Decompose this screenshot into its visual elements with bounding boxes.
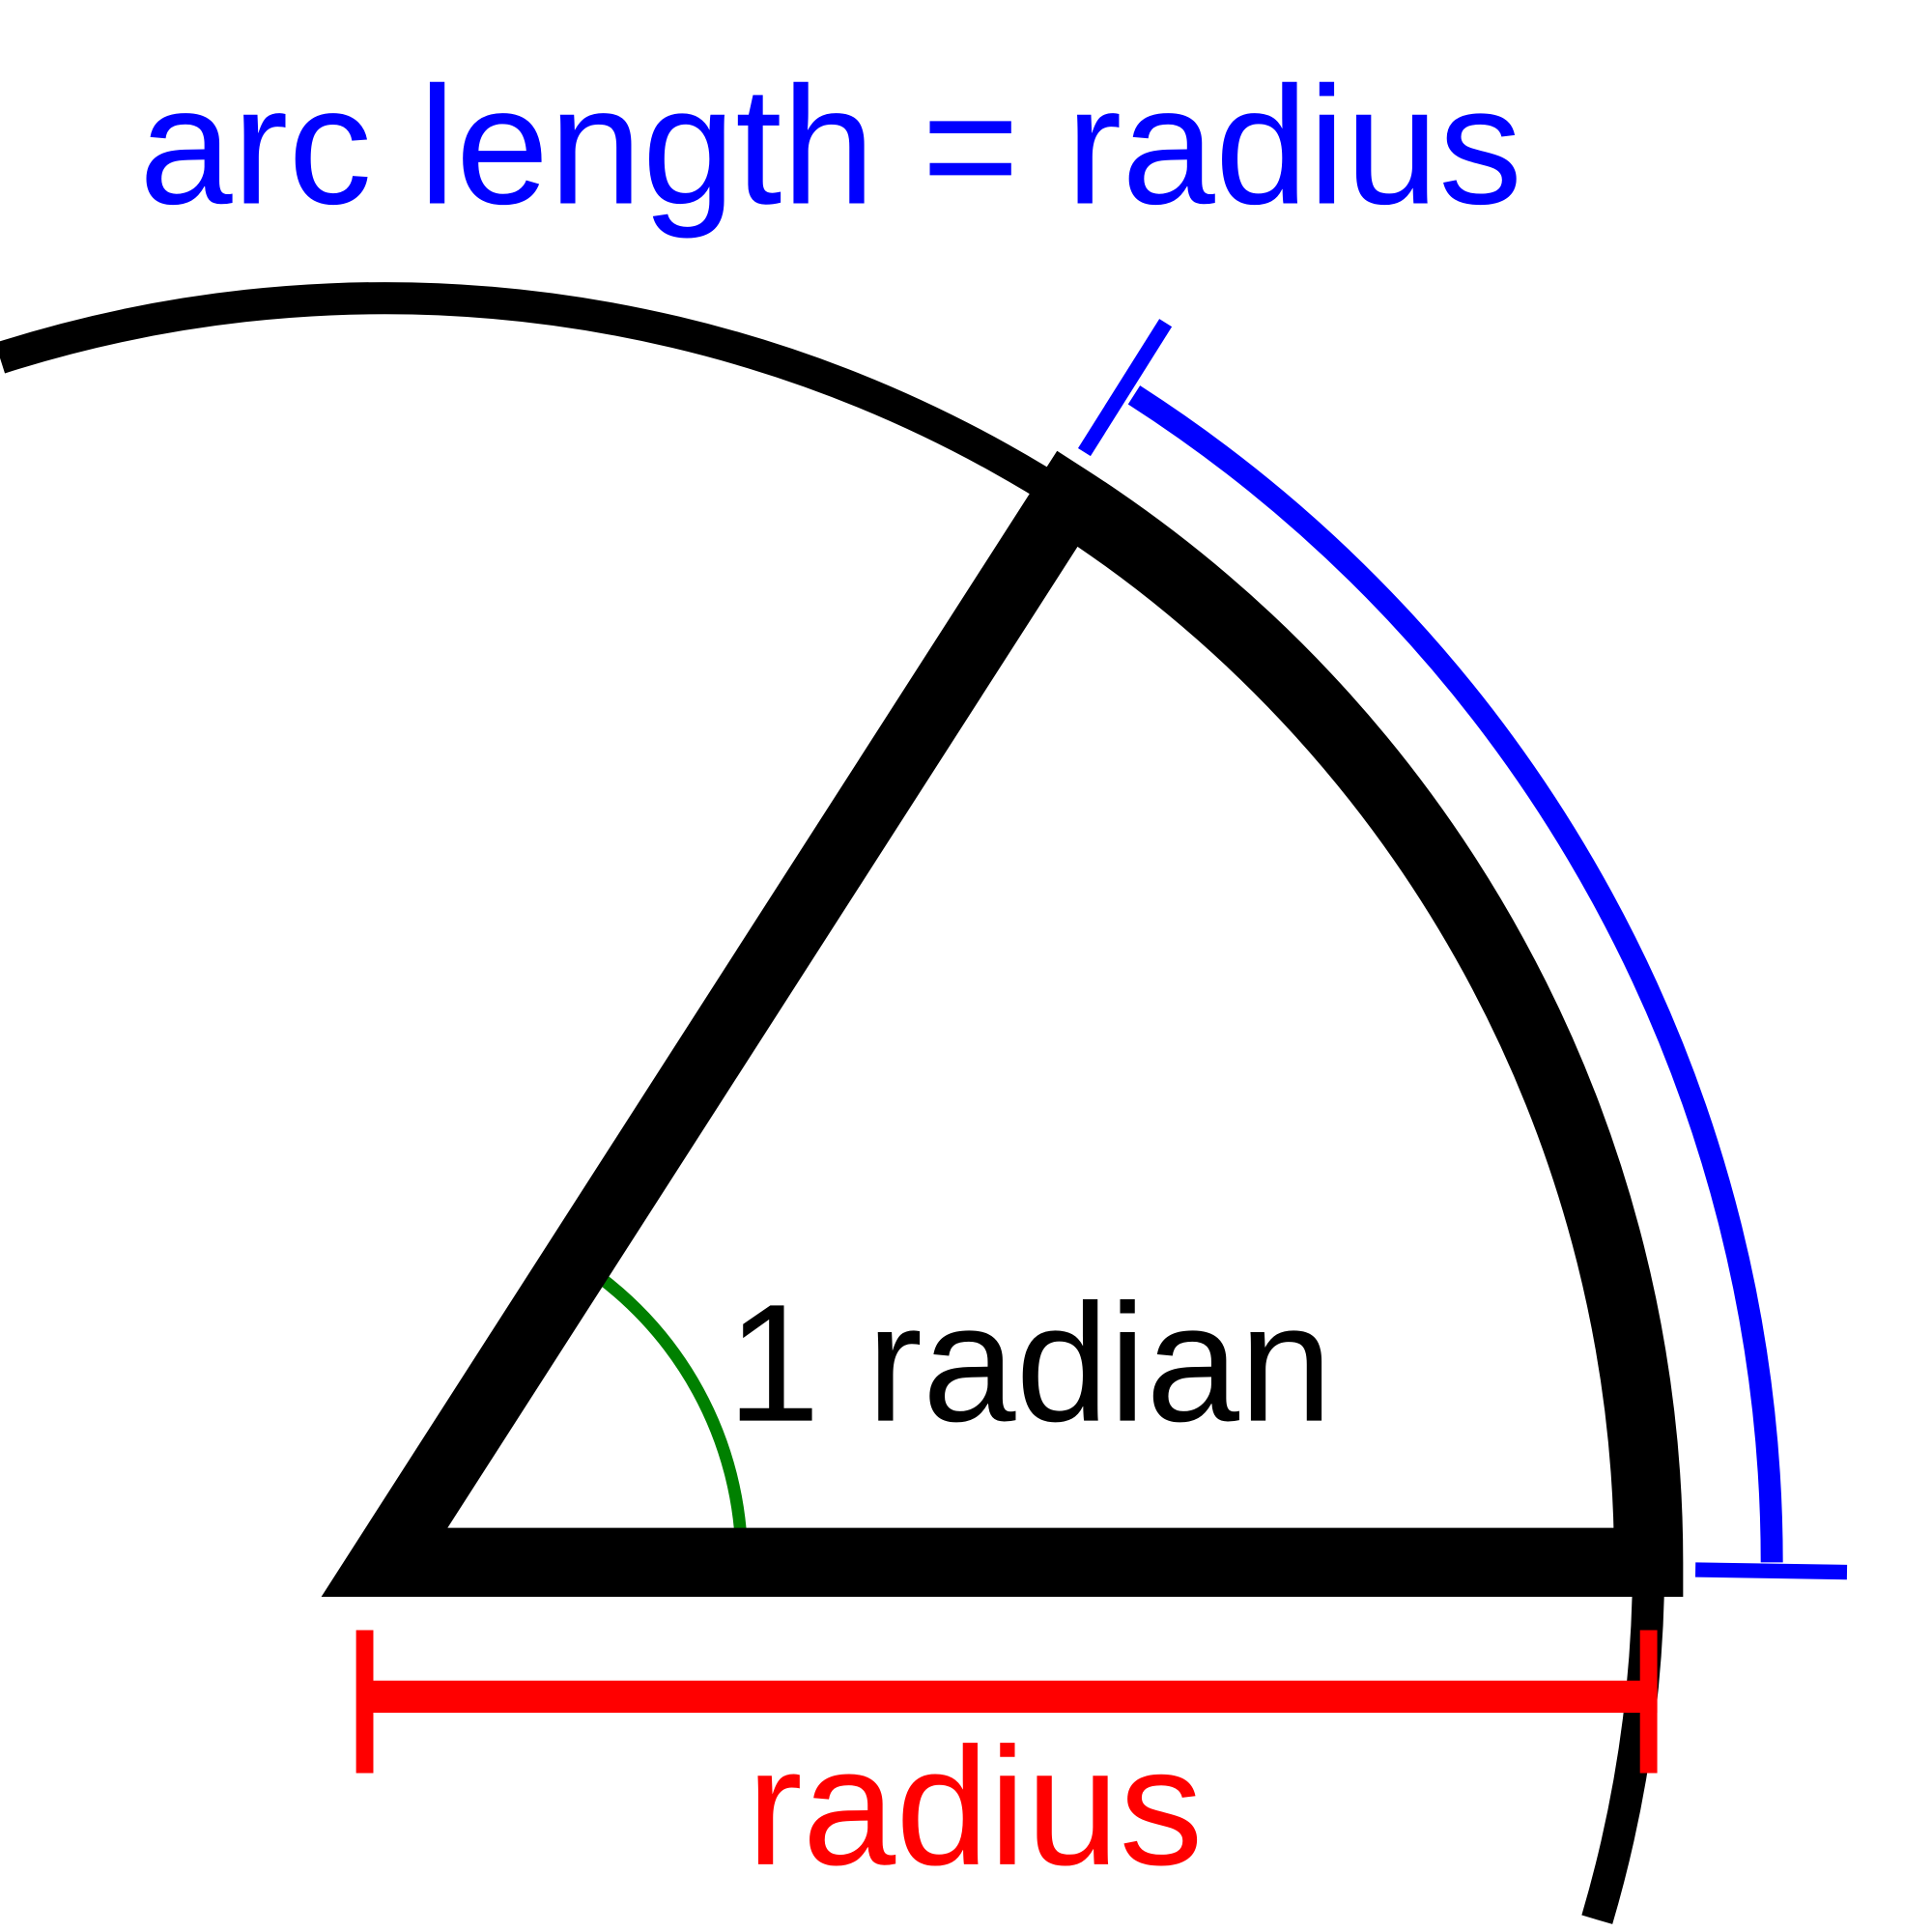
- arc-length-marker: [1127, 385, 1783, 1563]
- circle: [0, 282, 1665, 1924]
- one-radian-sector: [321, 450, 1684, 1598]
- arc-length-label: arc length = radius: [139, 51, 1522, 239]
- arc-length-tick-top: [1077, 319, 1173, 457]
- arc-length-tick-bottom: [1694, 1562, 1848, 1580]
- radius-label: radius: [747, 1713, 1203, 1900]
- angle-label: 1 radian: [727, 1269, 1333, 1457]
- angle-arc: [574, 1256, 749, 1563]
